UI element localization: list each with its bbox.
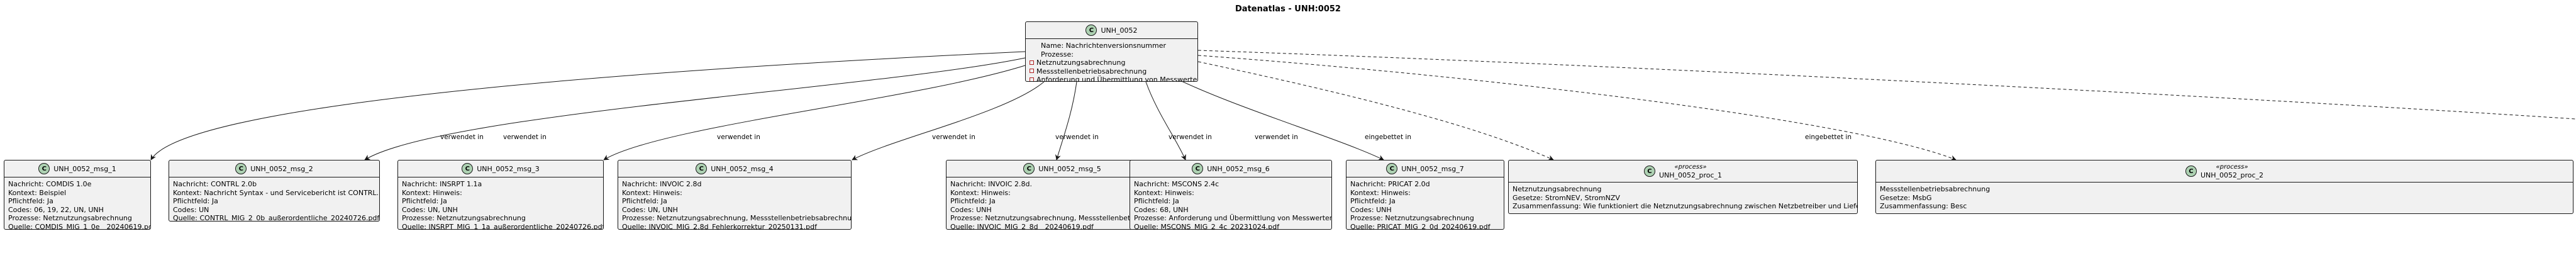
class-name: UNH_0052_msg_7 [1401, 164, 1464, 173]
edge-msg-3 [603, 65, 1026, 160]
edge-label-msg-4: verwendet in [932, 133, 975, 141]
process-item: Anforderung und Übermittlung von Messwer… [1030, 76, 1197, 81]
edge-msg-6 [1145, 81, 1186, 160]
edge-msg-2 [364, 57, 1026, 160]
class-name: UNH_0052_proc_1 [1658, 171, 1723, 179]
edge-msg-7 [1169, 75, 1384, 160]
class-name: UNH_0052_msg_4 [711, 164, 774, 173]
class-name: UNH_0052_msg_5 [1038, 164, 1101, 173]
class-name: UNH_0052_msg_6 [1207, 164, 1270, 173]
edge-proc-2 [1197, 55, 1957, 161]
class-c-icon: C [1643, 166, 1655, 177]
class-c-icon: C [235, 163, 247, 174]
edge-msg-4 [852, 81, 1045, 160]
class-c-icon: C [1386, 163, 1398, 174]
class-name: UNH_0052_msg_1 [53, 164, 116, 173]
class-c-icon: C [696, 163, 708, 174]
diagram-title: Datenatlas - UNH:0052 [1235, 4, 1341, 14]
edge-label-msg-3: verwendet in [717, 133, 760, 141]
edge-label-msg-7: verwendet in [1255, 133, 1298, 141]
stereotype-label: «process» [2216, 164, 2248, 171]
edge-label-msg-2: verwendet in [503, 133, 547, 141]
process-item: Netznutzungsabrechnung [1030, 59, 1194, 67]
edge-msg-1 [150, 51, 1026, 160]
class-proc-2: C «process» UNH_0052_proc_2 Messstellenb… [1875, 160, 2573, 214]
class-c-icon: C [462, 163, 474, 174]
process-bullet-icon [1030, 60, 1034, 65]
edge-label-msg-6: verwendet in [1169, 133, 1212, 141]
edge-msg-5 [1055, 81, 1077, 160]
edge-label-proc-1: eingebettet in [1365, 133, 1411, 141]
class-name: UNH_0052_msg_2 [250, 164, 313, 173]
class-name: UNH_0052 [1101, 26, 1138, 35]
stereotype-label: «process» [1674, 164, 1707, 171]
edge-label-msg-5: verwendet in [1055, 133, 1099, 141]
field-processes: Prozesse: [1041, 50, 1074, 59]
class-unh-0052: C UNH_0052 Name: Nachrichtenversionsnumm… [1025, 21, 1198, 82]
field-name: Name: Nachrichtenversionsnummer [1041, 42, 1166, 50]
class-name: UNH_0052_proc_2 [2200, 171, 2264, 179]
edge-proc-1 [1197, 61, 1554, 160]
process-bullet-icon [1030, 77, 1034, 81]
process-item: Messstellenbetriebsabrechnung [1030, 67, 1194, 76]
edge-label-msg-1: verwendet in [440, 133, 484, 141]
process-bullet-icon [1030, 69, 1034, 73]
class-c-icon: C [1085, 25, 1097, 36]
class-c-icon: C [1023, 163, 1035, 174]
class-c-icon: C [1192, 163, 1204, 174]
class-header: C UNH_0052 [1026, 22, 1197, 39]
class-body: Name: Nachrichtenversionsnummer Prozesse… [1026, 39, 1197, 81]
edge-offscreen [1197, 50, 2576, 120]
class-name: UNH_0052_msg_3 [477, 164, 540, 173]
class-proc-1: C «process» UNH_0052_proc_1 Netznutzungs… [1508, 160, 1858, 214]
class-c-icon: C [38, 163, 50, 174]
edge-label-proc-2: eingebettet in [1805, 133, 1852, 141]
class-c-icon: C [2185, 166, 2197, 177]
